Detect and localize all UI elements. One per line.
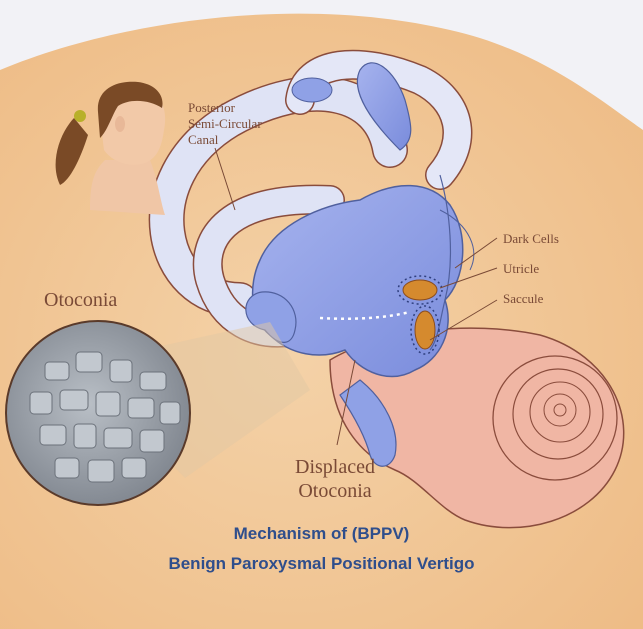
label-utricle: Utricle <box>503 261 539 277</box>
caption-line-1: Mechanism of (BPPV) <box>0 524 643 544</box>
caption-line-2: Benign Paroxysmal Positional Vertigo <box>0 554 643 574</box>
label-dark-cells: Dark Cells <box>503 231 559 247</box>
label-saccule: Saccule <box>503 291 543 307</box>
label-displaced-otoconia: Displaced Otoconia <box>280 455 390 503</box>
utricle-macula <box>403 280 437 300</box>
label-posterior-canal: Posterior Semi-Circular Canal <box>188 100 262 148</box>
saccule-macula <box>415 311 435 349</box>
label-otoconia: Otoconia <box>44 288 117 312</box>
